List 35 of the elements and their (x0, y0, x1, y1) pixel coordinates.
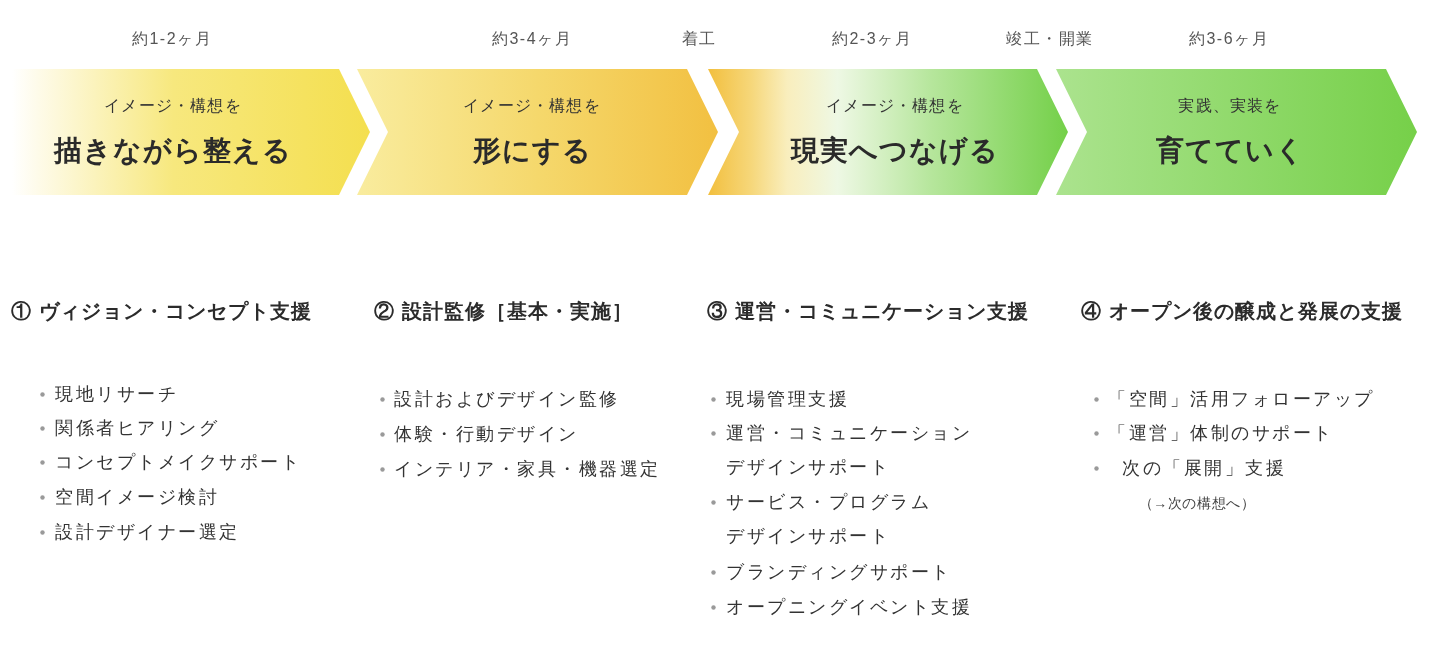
milestone-label: 着工 (681, 29, 717, 49)
note-text: （→次の構想へ） (1138, 494, 1256, 513)
list-item: 体験・行動デザイン (394, 423, 579, 446)
duration-label: 約2-3ヶ月 (831, 29, 913, 49)
list-item: コンセプトメイクサポート (55, 451, 301, 474)
list-item: 関係者ヒアリング (55, 417, 219, 440)
phase-title: 現実へつなげる (791, 134, 999, 168)
section-heading: ② 設計監修［基本・実施］ (374, 299, 633, 324)
list-item: オープニングイベント支援 (726, 596, 972, 619)
list-item: 現場管理支援 (726, 388, 849, 411)
list-item: 空間イメージ検討 (55, 486, 219, 509)
section-heading: ④ オープン後の醸成と発展の支援 (1081, 299, 1403, 324)
phase-subtitle: イメージ・構想を (463, 96, 601, 116)
list-item: インテリア・家具・機器選定 (394, 458, 661, 481)
list-item: 「運営」体制のサポート (1108, 422, 1334, 445)
duration-label: 約1-2ヶ月 (131, 29, 213, 49)
duration-label: 約3-4ヶ月 (491, 29, 573, 49)
phase-title: 形にする (472, 134, 592, 168)
list-item: 現地リサーチ (55, 383, 178, 406)
list-item: 設計デザイナー選定 (55, 521, 240, 544)
duration-label: 約3-6ヶ月 (1188, 29, 1270, 49)
milestone-label: 竣工・開業 (1006, 29, 1094, 49)
list-item: 次の「展開」支援 (1122, 457, 1286, 480)
phase-subtitle: イメージ・構想を (826, 96, 964, 116)
section-heading: ③ 運営・コミュニケーション支援 (707, 299, 1029, 324)
list-item: 運営・コミュニケーションデザインサポート (726, 421, 973, 480)
phase-title: 育てていく (1155, 134, 1305, 168)
phase-subtitle: 実践、実装を (1178, 96, 1282, 116)
list-item: サービス・プログラムデザインサポート (726, 490, 932, 549)
phase-title: 描きながら整える (54, 134, 292, 168)
list-item: 設計およびデザイン監修 (394, 388, 620, 411)
section-heading: ① ヴィジョン・コンセプト支援 (11, 299, 312, 324)
list-item: 「空間」活用フォローアップ (1108, 388, 1375, 411)
phase-subtitle: イメージ・構想を (104, 96, 242, 116)
list-item: ブランディングサポート (726, 561, 952, 584)
